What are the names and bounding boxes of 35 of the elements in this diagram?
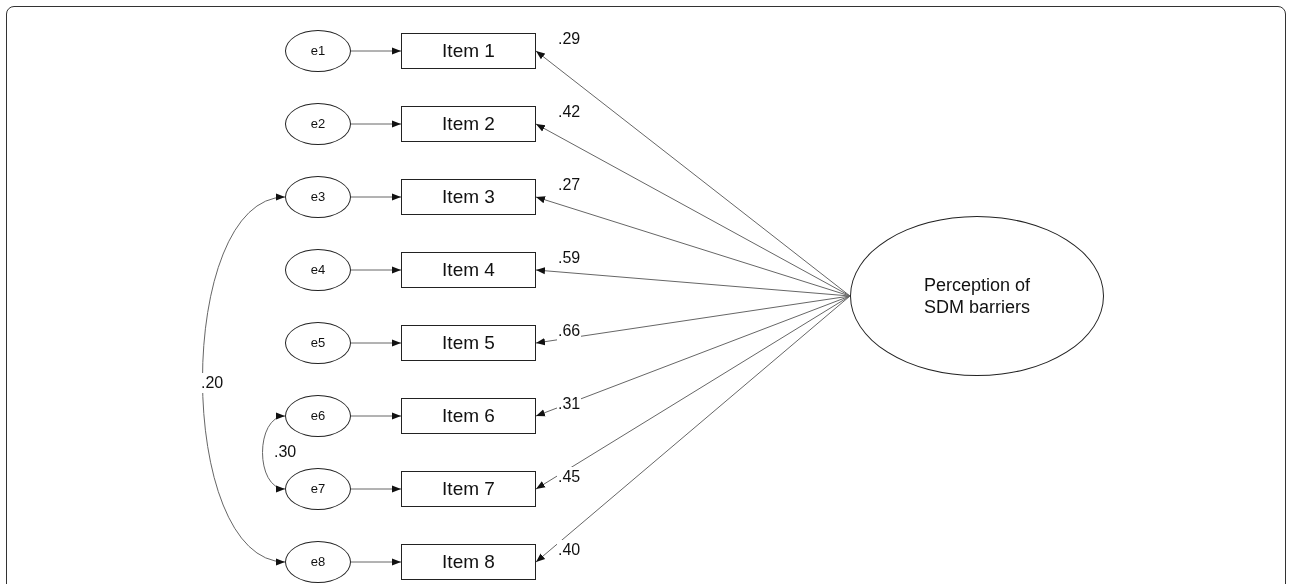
error-ellipse: e1: [285, 30, 351, 72]
indicator-box: Item 3: [401, 179, 536, 215]
error-ellipse: e5: [285, 322, 351, 364]
latent-variable-ellipse: Perception of SDM barriers: [850, 216, 1104, 376]
arrow: [350, 120, 402, 128]
error-ellipse: e8: [285, 541, 351, 583]
arrow: [535, 267, 851, 297]
edge-label: .66: [557, 321, 582, 341]
arrow: [535, 295, 851, 490]
indicator-box: Item 2: [401, 106, 536, 142]
indicator-box: Item 6: [401, 398, 536, 434]
arrow: [535, 295, 851, 417]
arrow: [535, 295, 851, 563]
arrow: [350, 193, 402, 201]
covariance-arrow: [262, 414, 286, 491]
indicator-box: Item 7: [401, 471, 536, 507]
arrow: [350, 47, 402, 55]
arrow: [350, 339, 402, 347]
covariance-arrow: [202, 196, 286, 563]
edge-label: .20: [200, 373, 225, 393]
error-ellipse: e6: [285, 395, 351, 437]
indicator-box: Item 4: [401, 252, 536, 288]
indicator-box: Item 8: [401, 544, 536, 580]
arrow: [350, 412, 402, 420]
arrow: [350, 266, 402, 274]
error-ellipse: e7: [285, 468, 351, 510]
error-ellipse: e2: [285, 103, 351, 145]
arrow: [535, 50, 851, 297]
error-ellipse: e4: [285, 249, 351, 291]
indicator-box: Item 1: [401, 33, 536, 69]
arrow: [350, 485, 402, 493]
indicator-box: Item 5: [401, 325, 536, 361]
arrow: [350, 558, 402, 566]
error-ellipse: e3: [285, 176, 351, 218]
arrow: [535, 123, 851, 297]
